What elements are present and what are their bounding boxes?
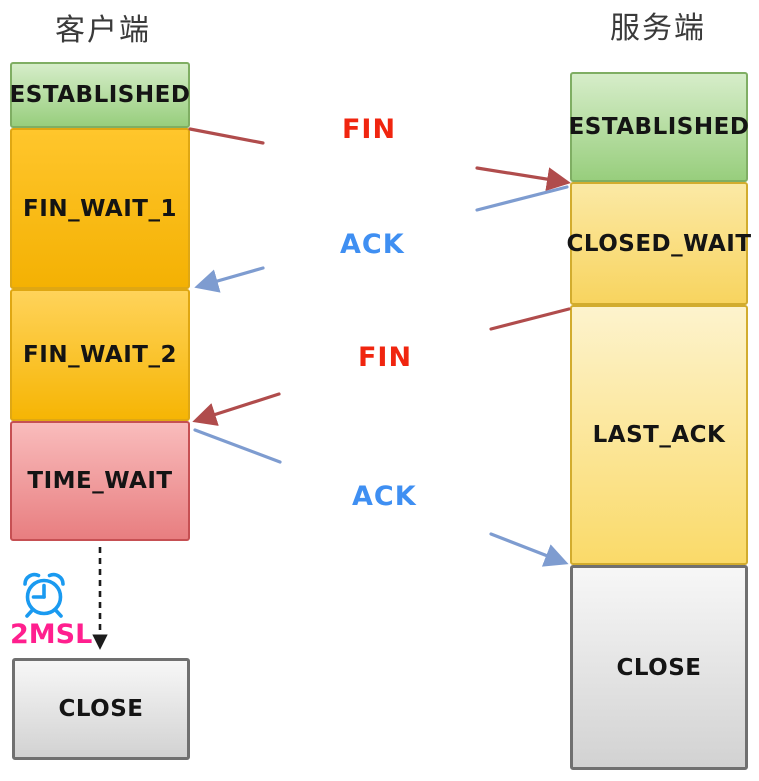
client-state-close-label: CLOSE (58, 696, 144, 722)
server-column-title: 服务端 (610, 11, 706, 46)
client-column-title: 客户端 (55, 13, 151, 48)
server-state-closed-wait: CLOSED_WAIT (566, 182, 751, 305)
server-state-last-ack: LAST_ACK (570, 305, 748, 565)
client-state-established: ESTABLISHED (10, 62, 190, 128)
ack-message-label-2: ACK (352, 481, 417, 512)
client-state-time-wait-label: TIME_WAIT (27, 468, 173, 494)
alarm-clock-icon (23, 572, 65, 618)
client-state-established-label: ESTABLISHED (9, 82, 191, 108)
client-state-fin-wait-1-label: FIN_WAIT_1 (23, 195, 177, 222)
server-state-close: CLOSE (570, 565, 748, 770)
ack-message-label-1: ACK (340, 229, 405, 260)
msl-timer-label: 2MSL (10, 619, 93, 650)
client-state-fin-wait-1: FIN_WAIT_1 (10, 128, 190, 289)
client-state-close: CLOSE (12, 658, 190, 760)
server-state-closed-wait-label: CLOSED_WAIT (566, 230, 752, 257)
client-state-fin-wait-2: FIN_WAIT_2 (10, 289, 190, 421)
client-state-time-wait: TIME_WAIT (10, 421, 190, 541)
server-state-close-label: CLOSE (616, 654, 702, 681)
server-state-established: ESTABLISHED (568, 72, 750, 182)
client-state-fin-wait-2-label: FIN_WAIT_2 (23, 342, 177, 368)
server-state-last-ack-label: LAST_ACK (592, 422, 726, 448)
server-state-established-label: ESTABLISHED (568, 114, 750, 140)
fin-message-label-2: FIN (357, 342, 413, 373)
fin-message-label-1: FIN (341, 114, 397, 145)
